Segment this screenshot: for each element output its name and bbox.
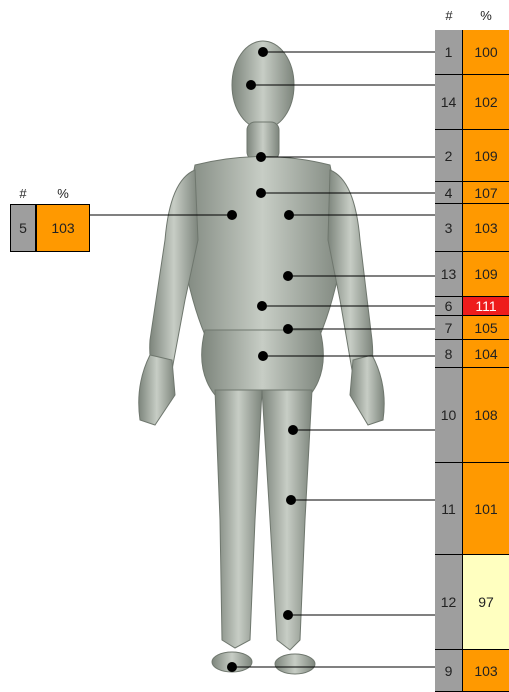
point-3	[284, 210, 294, 220]
left-header-num: #	[12, 186, 34, 201]
point-13	[283, 271, 293, 281]
point-12	[283, 610, 293, 620]
point-9	[227, 662, 237, 672]
row-1-pct[interactable]: 100	[463, 30, 509, 75]
row-2-num[interactable]: 2	[435, 130, 463, 182]
row-4-pct[interactable]: 107	[463, 182, 509, 204]
row-9-pct[interactable]: 103	[463, 650, 509, 692]
row-11-pct[interactable]: 101	[463, 463, 509, 555]
point-4	[256, 188, 266, 198]
row-13-pct[interactable]: 109	[463, 252, 509, 297]
row-4-num[interactable]: 4	[435, 182, 463, 204]
row-10-num[interactable]: 10	[435, 368, 463, 463]
row-10-pct[interactable]: 108	[463, 368, 509, 463]
row-6-num[interactable]: 6	[435, 297, 463, 316]
row-3-num[interactable]: 3	[435, 204, 463, 252]
right-header-num: #	[435, 8, 463, 23]
row-12-pct[interactable]: 97	[463, 555, 509, 650]
point-10	[288, 425, 298, 435]
row-14-pct[interactable]: 102	[463, 75, 509, 130]
row-1-num[interactable]: 1	[435, 30, 463, 75]
row-3-pct[interactable]: 103	[463, 204, 509, 252]
right-header-pct: %	[463, 8, 509, 23]
row-2-pct[interactable]: 109	[463, 130, 509, 182]
row-8-pct[interactable]: 104	[463, 340, 509, 368]
row-7-pct[interactable]: 105	[463, 316, 509, 340]
point-5	[227, 210, 237, 220]
row-7-num[interactable]: 7	[435, 316, 463, 340]
left-row-5-pct[interactable]: 103	[36, 204, 90, 252]
left-header-pct: %	[37, 186, 89, 201]
row-14-num[interactable]: 14	[435, 75, 463, 130]
row-13-num[interactable]: 13	[435, 252, 463, 297]
row-6-pct[interactable]: 111	[463, 297, 509, 316]
point-1	[258, 47, 268, 57]
point-7	[283, 324, 293, 334]
point-14	[246, 80, 256, 90]
row-8-num[interactable]: 8	[435, 340, 463, 368]
point-2	[256, 152, 266, 162]
row-11-num[interactable]: 11	[435, 463, 463, 555]
row-9-num[interactable]: 9	[435, 650, 463, 692]
point-11	[286, 495, 296, 505]
point-6	[257, 301, 267, 311]
point-8	[258, 351, 268, 361]
left-row-5-num[interactable]: 5	[10, 204, 36, 252]
row-12-num[interactable]: 12	[435, 555, 463, 650]
